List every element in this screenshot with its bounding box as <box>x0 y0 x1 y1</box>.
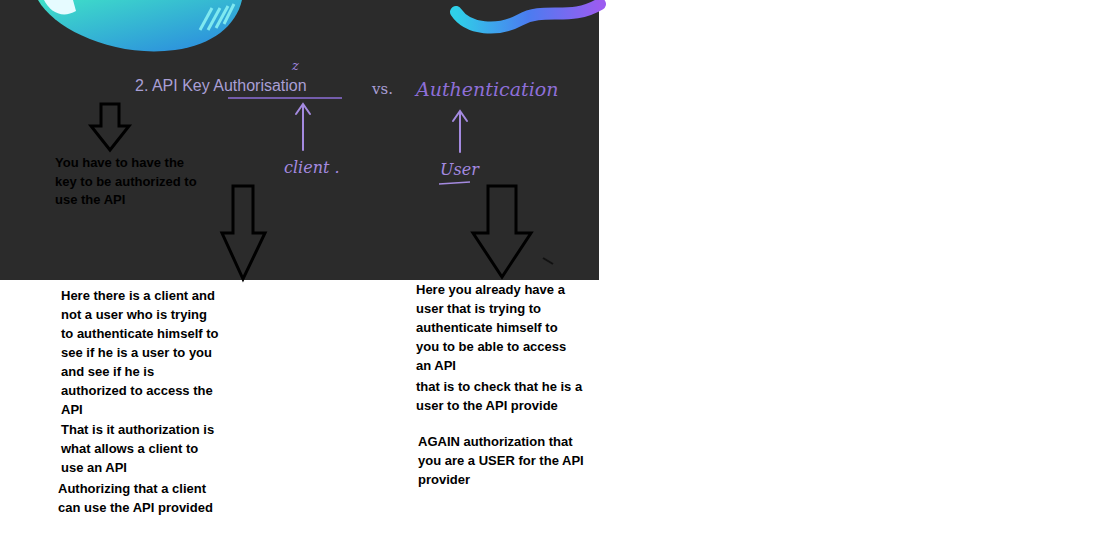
wave-decoration <box>456 4 600 28</box>
down-arrow <box>473 186 531 277</box>
annotation-text: You have to have the key to be authorize… <box>55 154 207 210</box>
down-arrow <box>91 104 129 150</box>
slide-background <box>0 0 599 280</box>
annotation-text: Here there is a client and not a user wh… <box>61 286 221 419</box>
handwritten-correction: z <box>292 58 299 73</box>
slide-heading: 2. API Key Authorisation <box>135 76 307 96</box>
annotation-text: That is it authorization is what allows … <box>61 420 221 477</box>
stray-mark <box>543 258 553 264</box>
annotation-text: AGAIN authorization that you are a USER … <box>418 432 586 489</box>
handwritten-note: client . <box>284 158 340 178</box>
blob-stripes <box>200 4 234 30</box>
underline <box>439 182 470 184</box>
hand-arrow <box>296 104 310 150</box>
annotation-text: Here you already have a user that is try… <box>416 280 584 375</box>
annotation-text: Authorizing that a client can use the AP… <box>58 479 220 517</box>
teal-blob <box>38 0 242 51</box>
hand-arrow <box>453 111 467 152</box>
underline <box>228 97 342 99</box>
annotation-text: that is to check that he is a user to th… <box>416 377 584 415</box>
white-blob <box>44 0 76 14</box>
down-arrow <box>222 186 265 279</box>
handwritten-term: Authentication <box>416 77 558 101</box>
versus-text: vs. <box>372 80 393 98</box>
handwritten-note: User <box>440 160 479 180</box>
